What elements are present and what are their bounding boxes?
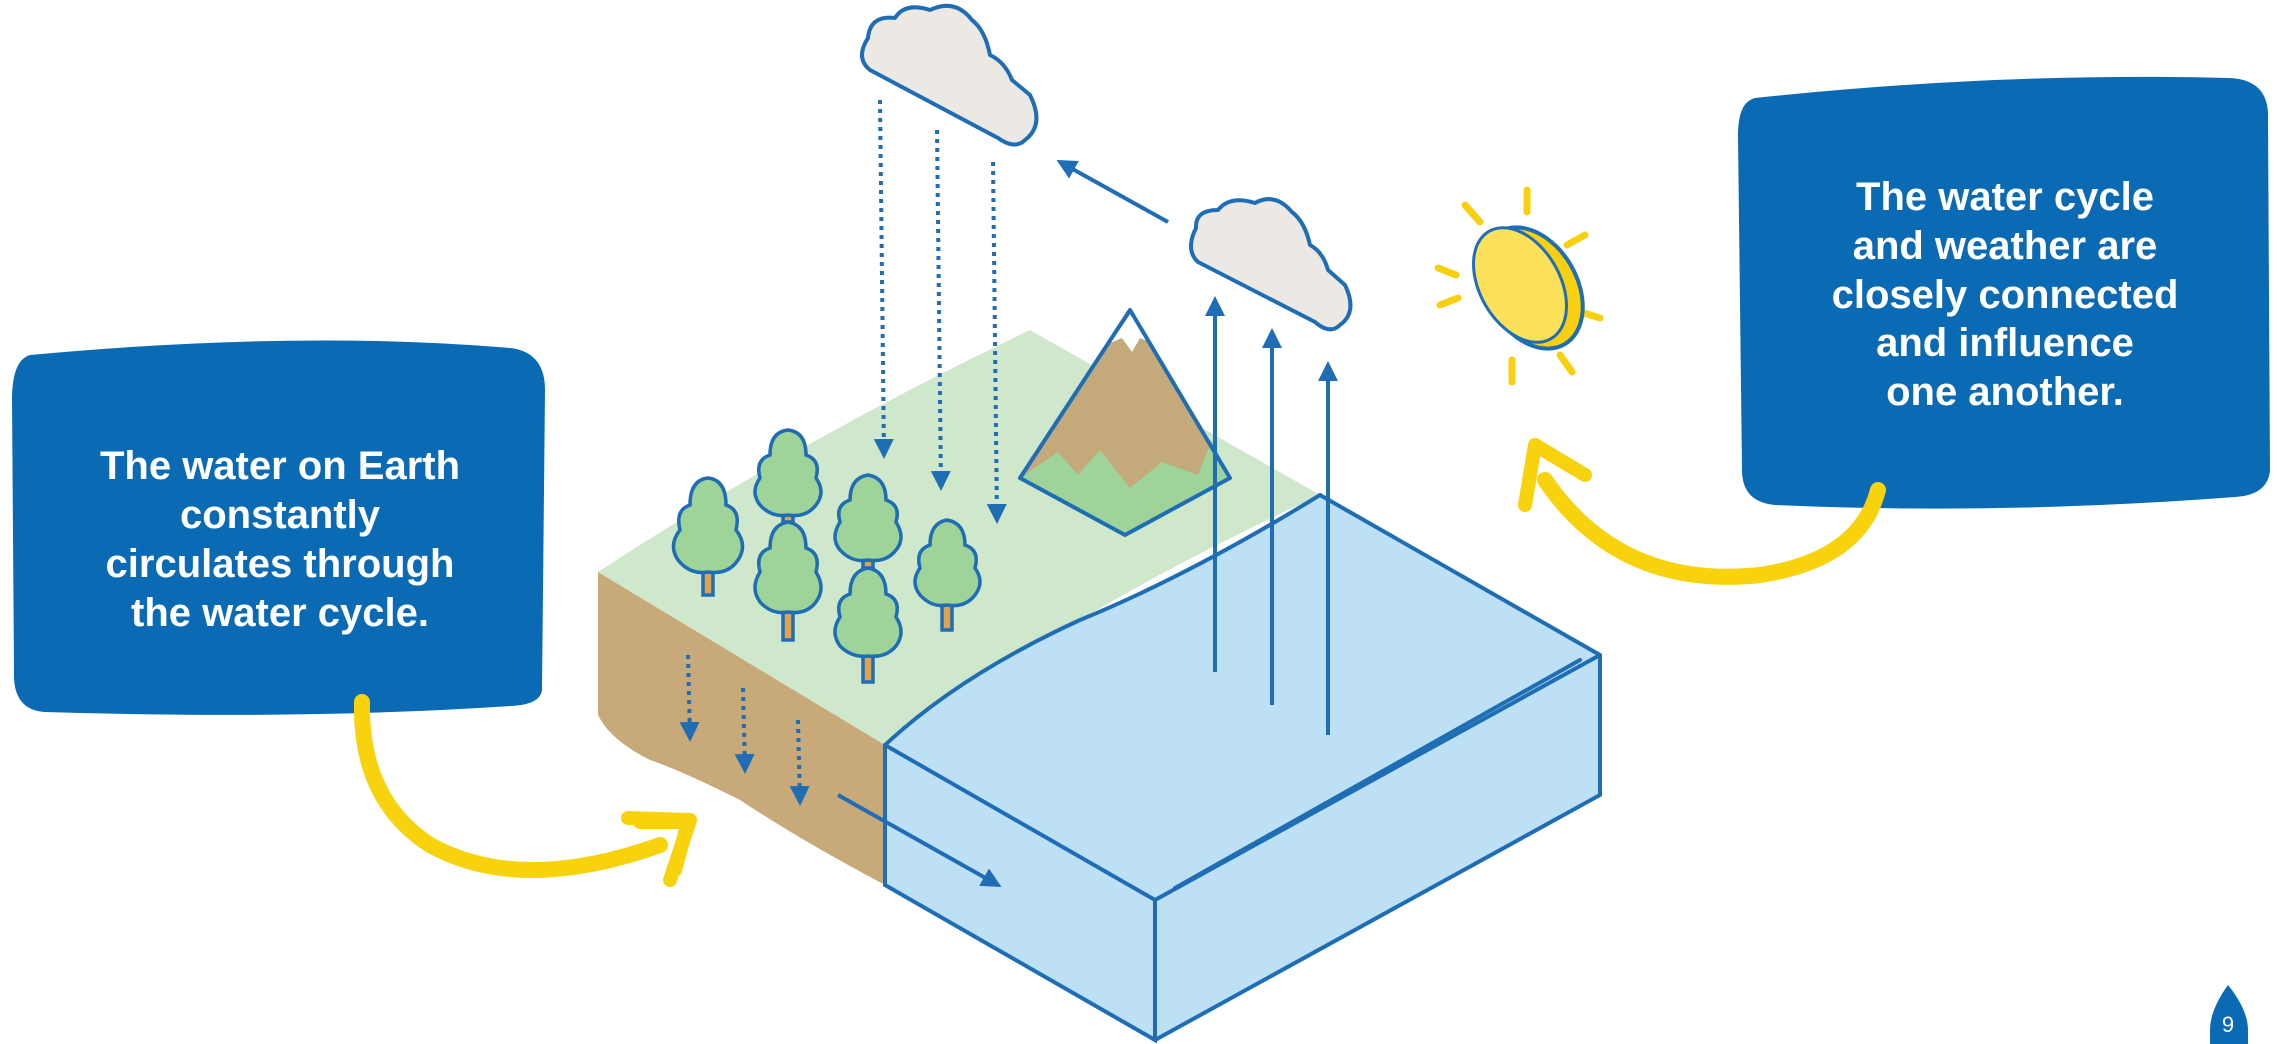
ocean-outline xyxy=(883,493,1602,1044)
soil-layer xyxy=(598,572,885,885)
tree-icon xyxy=(753,520,823,642)
rain-arrow xyxy=(873,99,894,459)
callout-text-right: The water cycle and weather are closely … xyxy=(1831,175,2179,415)
tree-icon xyxy=(671,476,745,597)
callout-text-left: The water on Earth constantly circulates… xyxy=(99,444,461,635)
ocean-top xyxy=(885,495,1600,900)
yellow-arrowhead-left xyxy=(621,811,697,887)
cloud-icon xyxy=(1189,197,1353,332)
coastline xyxy=(883,493,1322,747)
callout-box-left xyxy=(12,340,545,715)
tree-icon xyxy=(913,518,982,632)
ocean-front xyxy=(885,745,1155,1040)
yellow-arrow-left xyxy=(353,694,668,878)
ocean-inner-line xyxy=(1173,658,1582,890)
tree-icon xyxy=(833,566,903,684)
yellow-arrow-right xyxy=(1537,472,1886,585)
ocean-side xyxy=(1155,655,1600,1040)
yellow-arrowhead-right xyxy=(1518,438,1592,512)
tree-icon xyxy=(833,473,903,570)
rain-arrow xyxy=(930,129,951,491)
forest xyxy=(671,428,982,684)
mountain-icon xyxy=(1018,308,1232,537)
callout-box-right xyxy=(1738,76,2270,509)
cloud-icon xyxy=(860,3,1039,147)
sun-icon xyxy=(1434,186,1604,386)
drop-icon xyxy=(2210,985,2248,1044)
tree-icon xyxy=(753,428,823,524)
rain-arrow xyxy=(986,161,1007,524)
page-number: 9 xyxy=(2221,1012,2235,1037)
groundwater-flow-arrow xyxy=(837,793,1002,887)
cloud-movement-arrow xyxy=(1056,160,1169,224)
